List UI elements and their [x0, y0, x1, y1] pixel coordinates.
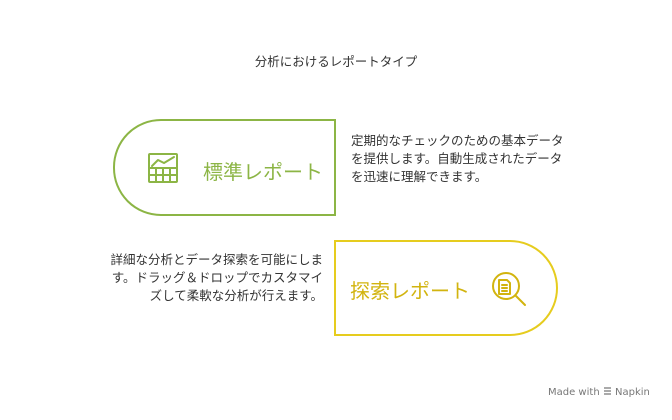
- explore-report-description: 詳細な分析とデータ探索を可能にします。ドラッグ＆ドロップでカスタマイズして柔軟な…: [110, 252, 323, 303]
- explore-report-card: 探索レポート: [334, 240, 558, 336]
- spreadsheet-chart-icon: [145, 150, 181, 186]
- diagram-title: 分析におけるレポートタイプ: [254, 54, 418, 69]
- standard-report-card: 標準レポート: [113, 119, 336, 216]
- credit-prefix: Made with: [548, 387, 600, 398]
- standard-report-label: 標準レポート: [203, 160, 323, 184]
- magnifying-glass-document-icon: [489, 269, 529, 309]
- napkin-logo-icon: [603, 387, 611, 395]
- credit-brand: Napkin: [615, 387, 650, 398]
- standard-report-description: 定期的なチェックのための基本データを提供します。自動生成されたデータを迅速に理解…: [351, 133, 564, 184]
- explore-report-label: 探索レポート: [350, 279, 470, 303]
- napkin-credit[interactable]: Made with Napkin: [548, 386, 650, 398]
